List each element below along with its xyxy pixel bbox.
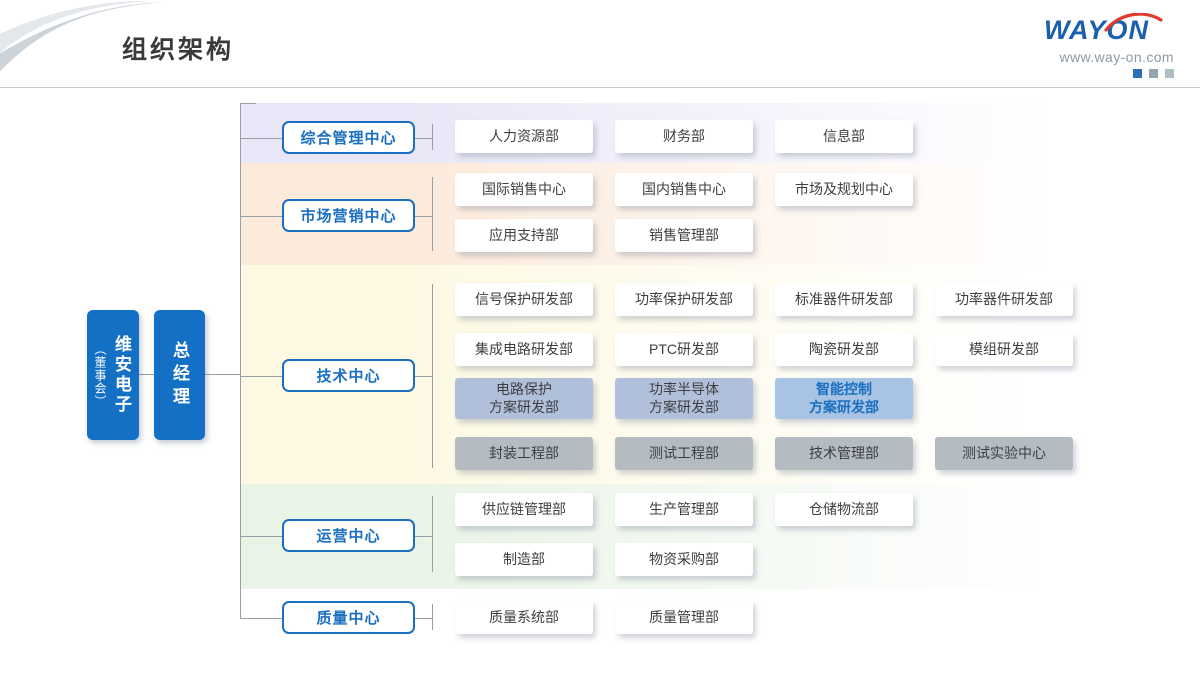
bracket-line <box>432 496 433 572</box>
group-center-box: 市场营销中心 <box>282 199 415 232</box>
corner-decoration-icon <box>0 0 165 72</box>
dept-box: 信息部 <box>775 120 913 153</box>
dept-box: PTC研发部 <box>615 333 753 366</box>
general-manager-box: 总经理 <box>154 310 205 440</box>
logo-square-3 <box>1165 69 1174 78</box>
bracket-line <box>415 138 432 139</box>
dept-box: 集成电路研发部 <box>455 333 593 366</box>
group-center-box: 运营中心 <box>282 519 415 552</box>
dept-box: 人力资源部 <box>455 120 593 153</box>
dept-box: 供应链管理部 <box>455 493 593 526</box>
logo-square-2 <box>1149 69 1158 78</box>
group-center-box: 综合管理中心 <box>282 121 415 154</box>
bracket-line <box>432 124 433 150</box>
dept-box: 财务部 <box>615 120 753 153</box>
connector-line <box>240 103 241 618</box>
bracket-line <box>415 618 432 619</box>
logo-swoosh-icon <box>1104 12 1163 32</box>
dept-box: 测试实验中心 <box>935 437 1073 470</box>
connector-line <box>240 103 256 104</box>
bracket-line <box>415 216 432 217</box>
dept-box: 国内销售中心 <box>615 173 753 206</box>
wayon-logo: WAYON <box>1044 12 1176 50</box>
general-manager-label: 总经理 <box>170 340 189 410</box>
bracket-line <box>432 604 433 630</box>
dept-box: 市场及规划中心 <box>775 173 913 206</box>
header-divider <box>0 87 1200 88</box>
connector-line <box>240 618 282 619</box>
dept-box: 功率半导体 方案研发部 <box>615 378 753 419</box>
dept-box: 仓储物流部 <box>775 493 913 526</box>
group-center-box: 质量中心 <box>282 601 415 634</box>
dept-box: 质量系统部 <box>455 601 593 634</box>
bracket-line <box>432 284 433 468</box>
board-label: 维安电子 <box>112 335 131 415</box>
dept-box: 国际销售中心 <box>455 173 593 206</box>
website-url: www.way-on.com <box>1059 49 1174 65</box>
board-box: （董事会） 维安电子 <box>87 310 139 440</box>
dept-box: 生产管理部 <box>615 493 753 526</box>
dept-box: 销售管理部 <box>615 219 753 252</box>
dept-box: 信号保护研发部 <box>455 283 593 316</box>
logo-text: WAYON <box>1044 15 1149 45</box>
dept-box: 模组研发部 <box>935 333 1073 366</box>
logo-squares <box>1133 69 1174 78</box>
dept-box: 技术管理部 <box>775 437 913 470</box>
connector-line <box>240 216 282 217</box>
connector-line <box>240 138 282 139</box>
connector-line <box>240 376 282 377</box>
dept-box: 封装工程部 <box>455 437 593 470</box>
bracket-line <box>415 376 432 377</box>
dept-box: 测试工程部 <box>615 437 753 470</box>
page-title: 组织架构 <box>122 36 235 64</box>
group-center-box: 技术中心 <box>282 359 415 392</box>
dept-box: 陶瓷研发部 <box>775 333 913 366</box>
dept-box: 电路保护 方案研发部 <box>455 378 593 419</box>
dept-box: 智能控制 方案研发部 <box>775 378 913 419</box>
dept-box: 功率保护研发部 <box>615 283 753 316</box>
board-sub-label: （董事会） <box>93 342 107 408</box>
dept-box: 功率器件研发部 <box>935 283 1073 316</box>
bracket-line <box>415 536 432 537</box>
dept-box: 应用支持部 <box>455 219 593 252</box>
dept-box: 制造部 <box>455 543 593 576</box>
connector-line <box>240 536 282 537</box>
dept-box: 物资采购部 <box>615 543 753 576</box>
logo-square-1 <box>1133 69 1142 78</box>
dept-box: 质量管理部 <box>615 601 753 634</box>
dept-box: 标准器件研发部 <box>775 283 913 316</box>
bracket-line <box>432 177 433 251</box>
